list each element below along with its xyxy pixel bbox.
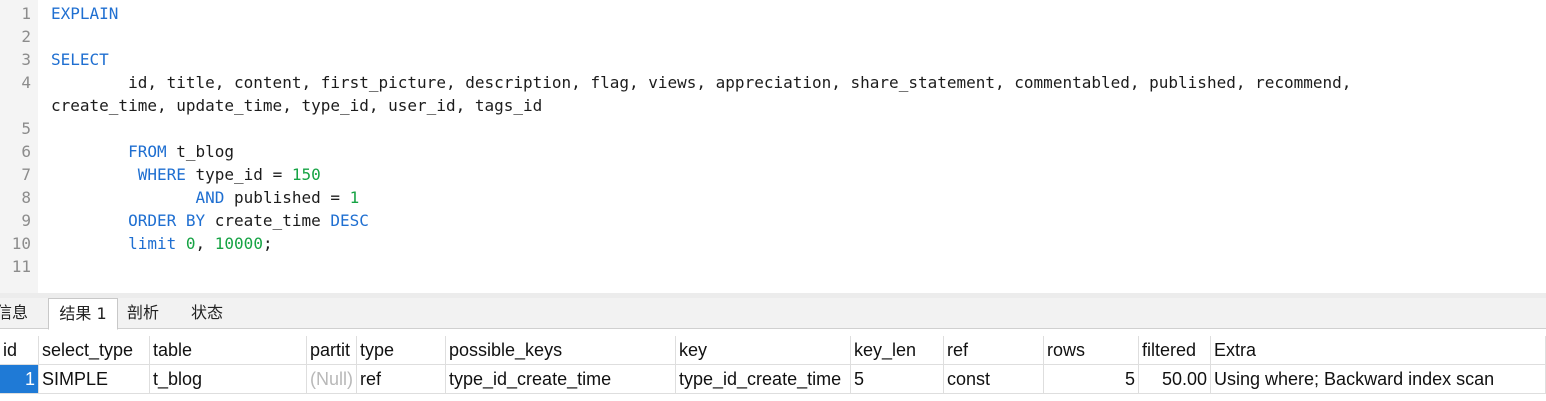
code-text: EXPLAIN (51, 2, 118, 25)
column-header-rows[interactable]: rows (1044, 336, 1139, 365)
result-tab-bar: 信息 结果 1 剖析 状态 (0, 298, 1546, 330)
cell-key-len[interactable]: 5 (851, 365, 944, 394)
column-header-key-len[interactable]: key_len (851, 336, 944, 365)
column-header-extra[interactable]: Extra (1211, 336, 1546, 365)
sql-keyword: DESC (330, 211, 369, 230)
sql-number: 10000 (214, 234, 263, 253)
line-number: 8 (21, 188, 31, 207)
sql-keyword: FROM (128, 142, 167, 161)
sql-text (51, 165, 138, 184)
sql-number: 1 (349, 188, 360, 207)
sql-keyword: ORDER BY (128, 211, 206, 230)
code-line[interactable]: 9 ORDER BY create_time DESC (0, 209, 1546, 232)
sql-keyword: SELECT (51, 50, 109, 69)
column-header-key[interactable]: key (676, 336, 851, 365)
code-text: id, title, content, first_picture, descr… (51, 71, 1351, 94)
column-header-table[interactable]: table (150, 336, 307, 365)
tab-profile[interactable]: 剖析 (126, 303, 159, 322)
sql-keyword: AND (195, 188, 225, 207)
sql-text (51, 211, 128, 230)
cell-extra[interactable]: Using where; Backward index scan (1211, 365, 1546, 394)
cell-id[interactable]: 1 (0, 365, 39, 394)
tab-info[interactable]: 信息 (0, 303, 28, 322)
sql-number: 150 (291, 165, 321, 184)
code-line[interactable]: 1 EXPLAIN (0, 2, 1546, 25)
sql-text: create_time, update_time, type_id, user_… (51, 96, 543, 115)
code-text: WHERE type_id = 150 (51, 163, 321, 186)
cell-type[interactable]: ref (357, 365, 446, 394)
cell-partitions[interactable]: (Null) (307, 365, 357, 394)
cell-filtered[interactable]: 50.00 (1139, 365, 1211, 394)
sql-number: 0 (185, 234, 196, 253)
sql-text (51, 234, 128, 253)
column-header-possible-keys[interactable]: possible_keys (446, 336, 676, 365)
code-text: ORDER BY create_time DESC (51, 209, 369, 232)
sql-text (51, 188, 196, 207)
code-text: SELECT (51, 48, 109, 71)
line-number: 9 (21, 211, 31, 230)
sql-text: id, title, content, first_picture, descr… (51, 73, 1352, 92)
line-number: 6 (21, 142, 31, 161)
line-number: 4 (21, 73, 31, 92)
code-line[interactable]: 8 AND published = 1 (0, 186, 1546, 209)
code-line[interactable]: 10 limit 0, 10000; (0, 232, 1546, 255)
cell-rows[interactable]: 5 (1044, 365, 1139, 394)
line-number: 2 (21, 27, 31, 46)
sql-editor[interactable]: 1 EXPLAIN 2 3 SELECT 4 id, title, content, fi… (0, 0, 1546, 293)
sql-text: ; (262, 234, 273, 253)
sql-text (176, 234, 186, 253)
sql-keyword: EXPLAIN (51, 4, 119, 23)
sql-text: t_blog (166, 142, 235, 161)
code-line[interactable]: 7 WHERE type_id = 150 (0, 163, 1546, 186)
line-number-gutter (0, 0, 38, 293)
column-header-select-type[interactable]: select_type (39, 336, 150, 365)
pane-splitter[interactable] (0, 293, 1546, 298)
code-line[interactable]: 3 SELECT (0, 48, 1546, 71)
sql-text (51, 142, 128, 161)
sql-text: published = (224, 188, 350, 207)
code-line[interactable]: 2 (0, 25, 1546, 48)
column-header-ref[interactable]: ref (944, 336, 1044, 365)
column-header-partitions[interactable]: partit (307, 336, 357, 365)
line-number: 11 (11, 257, 31, 276)
tab-result-1[interactable]: 结果 1 (48, 298, 118, 330)
column-header-filtered[interactable]: filtered (1139, 336, 1211, 365)
cell-table[interactable]: t_blog (150, 365, 307, 394)
column-header-type[interactable]: type (357, 336, 446, 365)
line-number: 1 (21, 4, 31, 23)
column-header-id[interactable]: id (0, 336, 39, 365)
line-number: 3 (21, 50, 31, 69)
code-line[interactable]: 4 id, title, content, first_picture, des… (0, 71, 1546, 94)
code-line[interactable]: create_time, update_time, type_id, user_… (0, 94, 1546, 117)
code-line[interactable]: 11 (0, 255, 1546, 278)
code-text: FROM t_blog (51, 140, 234, 163)
sql-text: , (195, 234, 215, 253)
sql-text: type_id = (185, 165, 292, 184)
sql-keyword: limit (128, 234, 177, 253)
tab-status[interactable]: 状态 (190, 303, 223, 322)
sql-text: create_time (205, 211, 331, 230)
line-number: 10 (11, 234, 31, 253)
code-line[interactable]: 6 FROM t_blog (0, 140, 1546, 163)
cell-key[interactable]: type_id_create_time (676, 365, 851, 394)
cell-possible-keys[interactable]: type_id_create_time (446, 365, 676, 394)
cell-ref[interactable]: const (944, 365, 1044, 394)
sql-keyword: WHERE (137, 165, 186, 184)
code-text: create_time, update_time, type_id, user_… (51, 94, 542, 117)
line-number: 5 (21, 119, 31, 138)
code-text: limit 0, 10000; (51, 232, 273, 255)
code-line[interactable]: 5 (0, 117, 1546, 140)
code-text: AND published = 1 (51, 186, 360, 209)
line-number: 7 (21, 165, 31, 184)
cell-select-type[interactable]: SIMPLE (39, 365, 150, 394)
